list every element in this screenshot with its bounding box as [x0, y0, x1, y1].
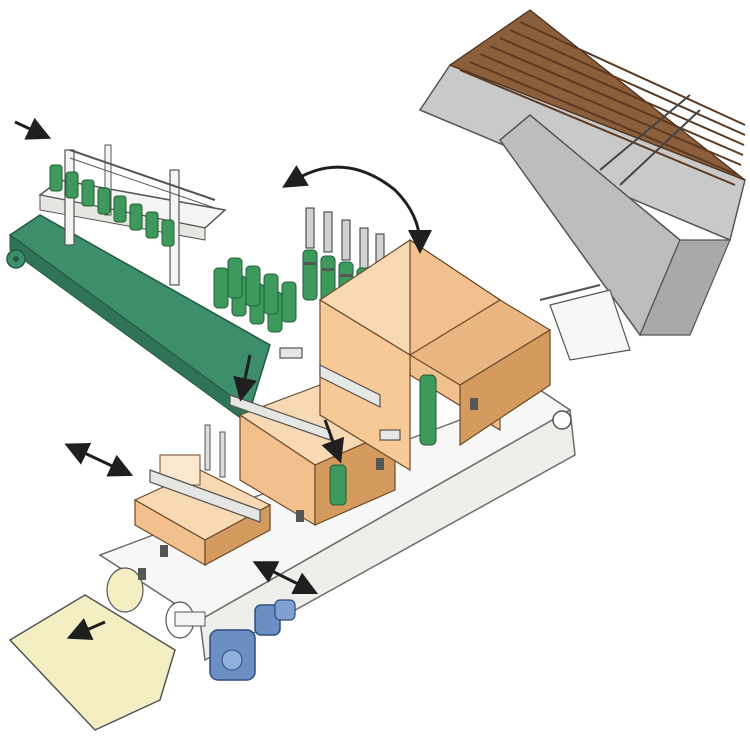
- infeed-conveyor: [6, 214, 271, 426]
- side-adjust-arrow-lower: [252, 561, 319, 595]
- side-adjust-arrow: [64, 442, 134, 477]
- insert-arrow: [321, 419, 345, 464]
- drop-arrow: [233, 354, 257, 402]
- outfeed-direction-arrow: [66, 618, 106, 641]
- infeed-direction-arrow: [14, 117, 52, 140]
- outfeed-belt: [8, 567, 206, 731]
- side-guides: [149, 347, 401, 523]
- arrows: [14, 117, 432, 641]
- blank-magazine: [418, 9, 746, 361]
- blank-transfer-arrow: [282, 165, 432, 254]
- sensors: [138, 398, 478, 580]
- infeed-bottles: [49, 164, 297, 333]
- case-box-erector: [318, 238, 552, 472]
- drive-motor: [209, 599, 296, 681]
